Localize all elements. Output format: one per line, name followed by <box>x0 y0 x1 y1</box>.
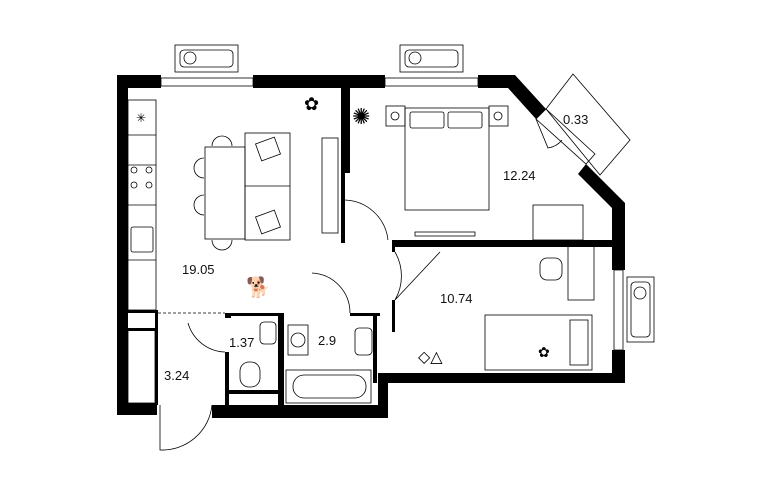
area-label-living: 19.05 <box>182 262 215 277</box>
double-bed <box>385 105 509 211</box>
area-label-second-bedroom: 10.74 <box>440 291 473 306</box>
area-label-toilet: 1.37 <box>229 335 254 350</box>
kitchen-counter: ✳ <box>127 99 157 311</box>
ac-unit-icon <box>174 44 239 73</box>
single-bed <box>484 314 593 371</box>
toy-icon: ✿ <box>538 344 550 360</box>
area-label-balcony: 0.33 <box>563 112 588 127</box>
shelf <box>414 231 476 237</box>
ac-unit-icon <box>399 44 464 73</box>
chair <box>539 257 563 281</box>
dining-table <box>193 135 246 251</box>
ac-unit-icon <box>626 276 655 343</box>
desk <box>567 245 595 301</box>
windows <box>160 77 624 351</box>
area-label-bedroom: 12.24 <box>503 168 536 183</box>
decor-star-icon: ✺ <box>352 104 370 129</box>
plant-icon: ✿ <box>304 94 319 114</box>
wardrobe <box>532 204 584 241</box>
balcony <box>545 73 631 176</box>
sink <box>259 321 277 345</box>
bathtub <box>285 369 372 404</box>
area-label-bathroom: 2.9 <box>318 333 336 348</box>
dog-icon: 🐕 <box>246 275 271 299</box>
toilet <box>239 361 261 388</box>
sofa <box>244 132 291 241</box>
snowflake-icon: ✳ <box>136 111 146 125</box>
doors <box>159 118 563 451</box>
hallway-closet <box>127 329 156 404</box>
toys-icon: ◇△ <box>418 349 443 366</box>
walls <box>117 75 625 418</box>
tv-stand <box>321 137 339 234</box>
washing-machine <box>287 324 309 356</box>
area-label-hallway: 3.24 <box>164 368 189 383</box>
pillow <box>569 319 589 366</box>
sink <box>354 327 373 356</box>
